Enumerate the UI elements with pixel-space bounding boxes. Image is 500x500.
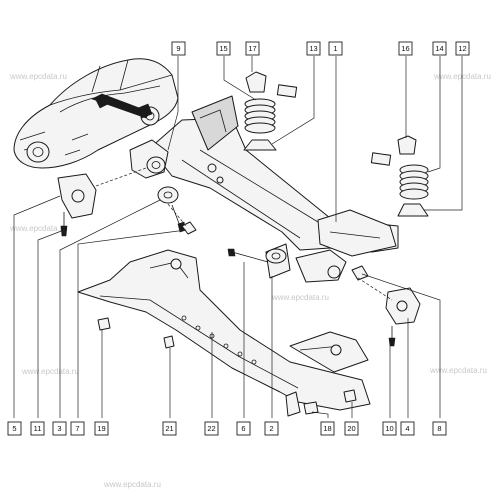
right-coil-spring-part-14 (370, 135, 429, 217)
svg-text:2: 2 (269, 424, 273, 433)
callout-labels: 9 15 17 13 1 16 14 12 5 11 3 7 19 21 22 … (7, 41, 470, 436)
callout-1: 1 (328, 41, 343, 56)
rear-axle-beam (129, 95, 399, 283)
svg-text:22: 22 (207, 424, 215, 433)
svg-text:14: 14 (435, 44, 443, 53)
callout-22: 22 (204, 421, 219, 436)
watermark-5: www.epcdata.ru (21, 367, 79, 376)
car-locator-illustration (13, 58, 179, 169)
svg-text:15: 15 (219, 44, 227, 53)
callout-4: 4 (400, 421, 415, 436)
svg-text:7: 7 (75, 424, 79, 433)
callout-15: 15 (216, 41, 231, 56)
watermark-7: www.epcdata.ru (103, 480, 161, 489)
callout-20: 20 (344, 421, 359, 436)
svg-text:5: 5 (12, 424, 16, 433)
clip-part-20 (343, 389, 357, 403)
svg-text:13: 13 (309, 44, 317, 53)
svg-text:21: 21 (165, 424, 173, 433)
callout-13: 13 (306, 41, 321, 56)
axle-bushing-part-2 (265, 243, 291, 279)
svg-text:16: 16 (401, 44, 409, 53)
watermark-6: www.epcdata.ru (429, 366, 487, 375)
watermark-3: www.epcdata.ru (9, 224, 67, 233)
callout-8: 8 (432, 421, 447, 436)
bolt-part-6 (227, 248, 269, 263)
svg-text:8: 8 (437, 424, 441, 433)
svg-text:1: 1 (333, 44, 337, 53)
clip-part-21 (163, 335, 175, 349)
callout-16: 16 (398, 41, 413, 56)
left-bracket (57, 173, 97, 237)
svg-text:18: 18 (323, 424, 331, 433)
callout-21: 21 (162, 421, 177, 436)
lower-subframe-part-22 (77, 249, 371, 417)
callout-11: 11 (30, 421, 45, 436)
clip-part-19 (97, 317, 111, 331)
svg-text:17: 17 (248, 44, 256, 53)
svg-text:6: 6 (241, 424, 245, 433)
right-bracket-part-4 (351, 265, 421, 347)
svg-text:10: 10 (385, 424, 393, 433)
svg-text:3: 3 (57, 424, 61, 433)
alignment-lines (63, 167, 393, 301)
callout-19: 19 (94, 421, 109, 436)
svg-text:19: 19 (97, 424, 105, 433)
svg-text:12: 12 (458, 44, 466, 53)
clip-part-18 (303, 401, 319, 415)
fasteners (97, 221, 357, 415)
watermark-4: www.epcdata.ru (271, 293, 329, 302)
left-coil-spring-part-15 (243, 71, 298, 151)
left-bushing-part-3 (157, 186, 187, 233)
callout-3: 3 (52, 421, 67, 436)
callout-6: 6 (236, 421, 251, 436)
callout-2: 2 (264, 421, 279, 436)
callout-14: 14 (432, 41, 447, 56)
svg-text:20: 20 (347, 424, 355, 433)
watermark-1: www.epcdata.ru (9, 72, 67, 81)
callout-9: 9 (171, 41, 186, 56)
callout-18: 18 (320, 421, 335, 436)
svg-text:9: 9 (176, 44, 180, 53)
svg-text:4: 4 (405, 424, 409, 433)
callout-12: 12 (455, 41, 470, 56)
callout-5: 5 (7, 421, 22, 436)
callout-17: 17 (245, 41, 260, 56)
callout-7: 7 (70, 421, 85, 436)
svg-text:11: 11 (34, 424, 42, 433)
leader-lines (13, 56, 463, 418)
callout-10: 10 (382, 421, 397, 436)
